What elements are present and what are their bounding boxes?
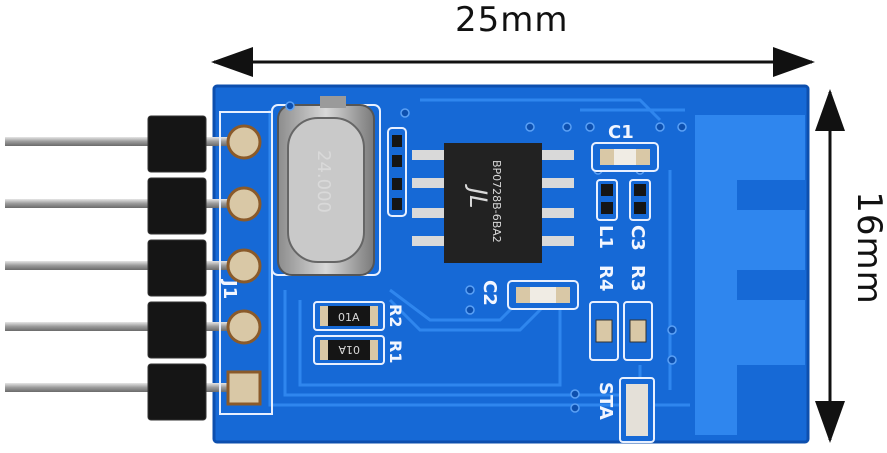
- antenna-trace: [695, 115, 805, 435]
- pin-pads: [226, 124, 262, 406]
- capacitor-c1: [591, 142, 659, 172]
- pin-header: [147, 115, 207, 421]
- chip-logo: JL: [464, 184, 492, 208]
- resistor-r1-marking: 01A: [338, 343, 360, 356]
- sta-led: [619, 377, 655, 443]
- chip-marking: BP0728B-6BA2: [490, 160, 503, 243]
- width-dimension-label: 25mm: [455, 0, 569, 40]
- label-r1: R1: [386, 340, 405, 363]
- label-c3: C3: [627, 225, 648, 251]
- label-l1: L1: [595, 225, 616, 249]
- resistor-r1: [313, 335, 385, 365]
- crystal-marking: 24.000: [313, 150, 334, 213]
- label-c1: C1: [608, 122, 634, 143]
- crystal-oscillator: [277, 96, 375, 276]
- label-r4: R4: [595, 265, 616, 291]
- resistor-r4: [589, 301, 619, 361]
- vias: [285, 101, 687, 413]
- resistor-r2-marking: 01A: [338, 311, 360, 324]
- label-sta: STA: [595, 382, 616, 420]
- label-r2: R2: [386, 304, 405, 327]
- l1-c3-pads: [596, 179, 651, 221]
- resistor-r2: [313, 301, 385, 331]
- ic-chip: [412, 143, 574, 263]
- label-r3: R3: [627, 265, 648, 291]
- label-j1: J1: [219, 278, 240, 299]
- label-c2: C2: [479, 280, 500, 306]
- crystal-side-pads: [387, 127, 407, 217]
- resistor-r3: [623, 301, 653, 361]
- capacitor-c2: [507, 280, 579, 310]
